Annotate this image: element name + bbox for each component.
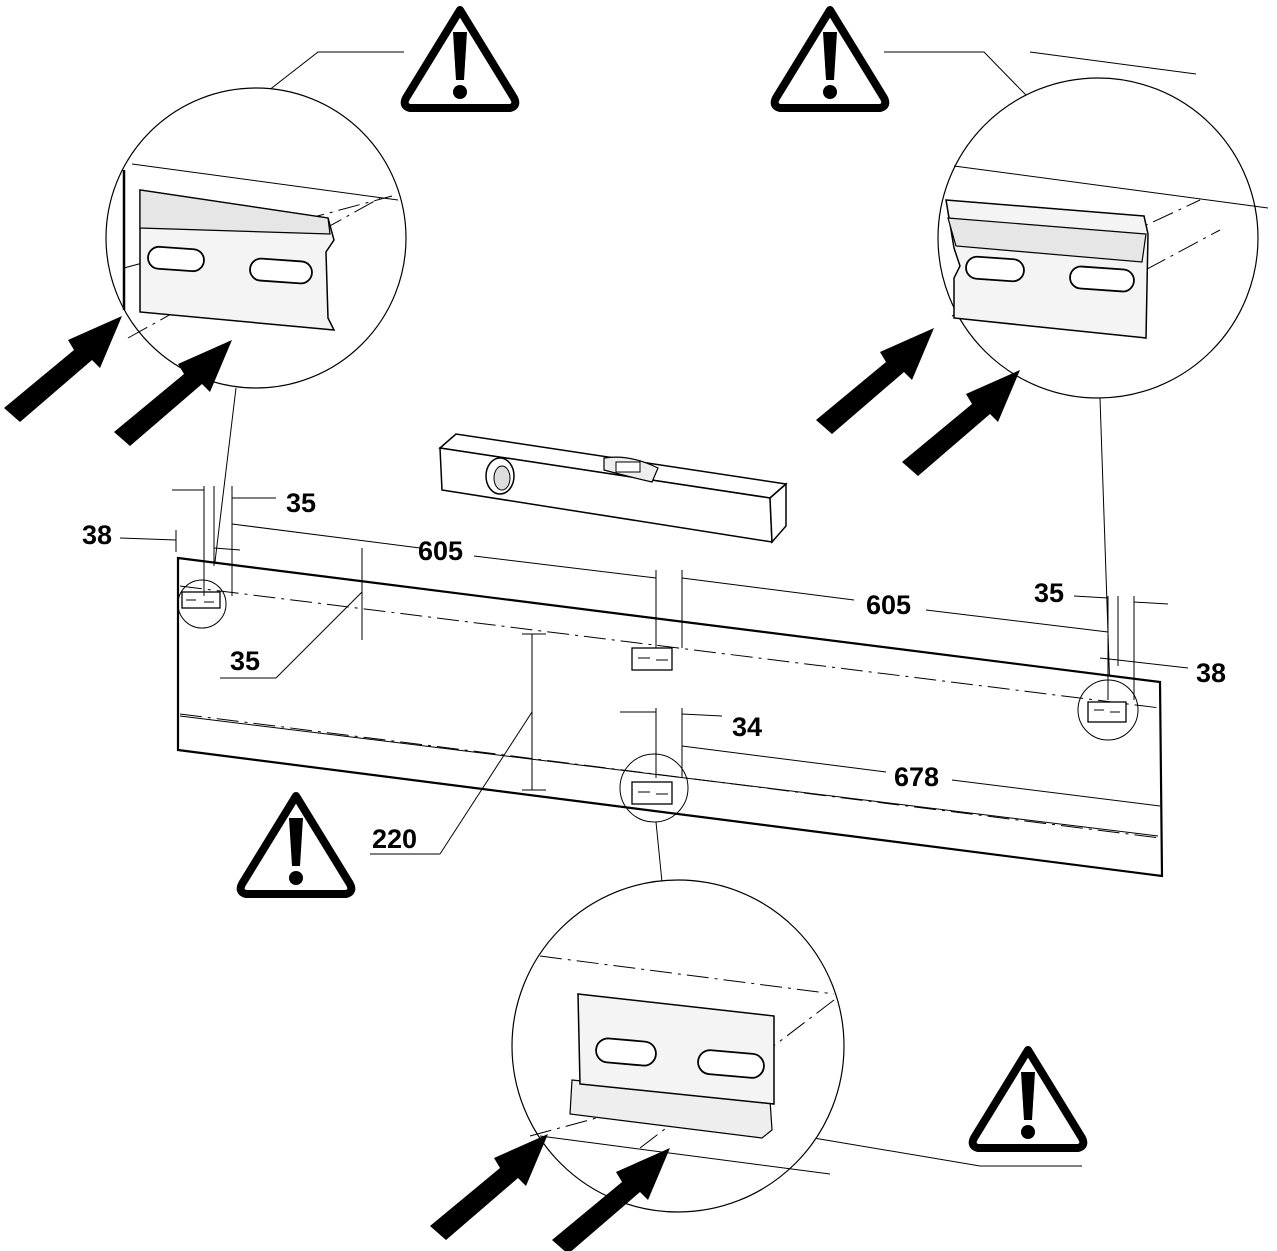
warning-icon-top-right — [775, 10, 886, 108]
dim-label-left-vertical: 35 — [230, 646, 260, 676]
dim-lines-center — [620, 570, 1161, 807]
leader-line-bottom-right — [789, 1133, 1082, 1167]
dim-lines-top-left — [119, 486, 657, 596]
bottom-centerline — [179, 713, 1161, 839]
push-arrow-icon-3 — [816, 328, 934, 434]
push-arrow-icon-1 — [4, 316, 122, 422]
dim-label-left-to-center: 605 — [418, 536, 463, 566]
dim-label-top-left-offset: 35 — [286, 488, 316, 518]
dim-label-height-between: 220 — [372, 824, 417, 854]
dim-label-bottom-offset: 34 — [732, 712, 762, 742]
dim-lines-left-vertical — [220, 548, 363, 679]
detail-circle-bottom — [511, 879, 845, 1213]
push-arrow-icon-5 — [430, 1134, 548, 1240]
leader-line-detail-bottom — [655, 821, 663, 883]
warning-icon-middle-left — [241, 796, 352, 894]
dim-label-right-edge: 38 — [1196, 658, 1226, 688]
dim-label-left-edge: 38 — [82, 520, 112, 550]
dim-label-right-offset: 35 — [1034, 578, 1064, 608]
top-centerline — [179, 585, 1161, 709]
panel-bracket-bottom — [619, 753, 689, 823]
leader-line-detail-left — [213, 387, 237, 571]
detail-circle-top-left — [105, 87, 407, 389]
panel-bracket-right — [1077, 679, 1139, 741]
wall-bracket-icon-bottom — [577, 993, 775, 1105]
detail-circle-top-right — [937, 77, 1269, 399]
panel-bracket-center — [631, 647, 673, 671]
panel-bracket-left — [177, 579, 227, 629]
dim-label-center-to-right: 605 — [866, 590, 911, 620]
dim-lines-right — [1073, 595, 1189, 700]
dim-label-bottom-to-right: 678 — [894, 762, 939, 792]
spirit-level-icon — [438, 433, 788, 544]
warning-icon-top-left — [405, 10, 516, 108]
warning-icon-bottom-right — [973, 1050, 1084, 1148]
dim-lines-220 — [370, 633, 546, 855]
push-arrow-icon-4 — [902, 370, 1020, 476]
panel-outline — [176, 556, 1164, 878]
leader-line-top-right-extra — [1029, 51, 1197, 75]
